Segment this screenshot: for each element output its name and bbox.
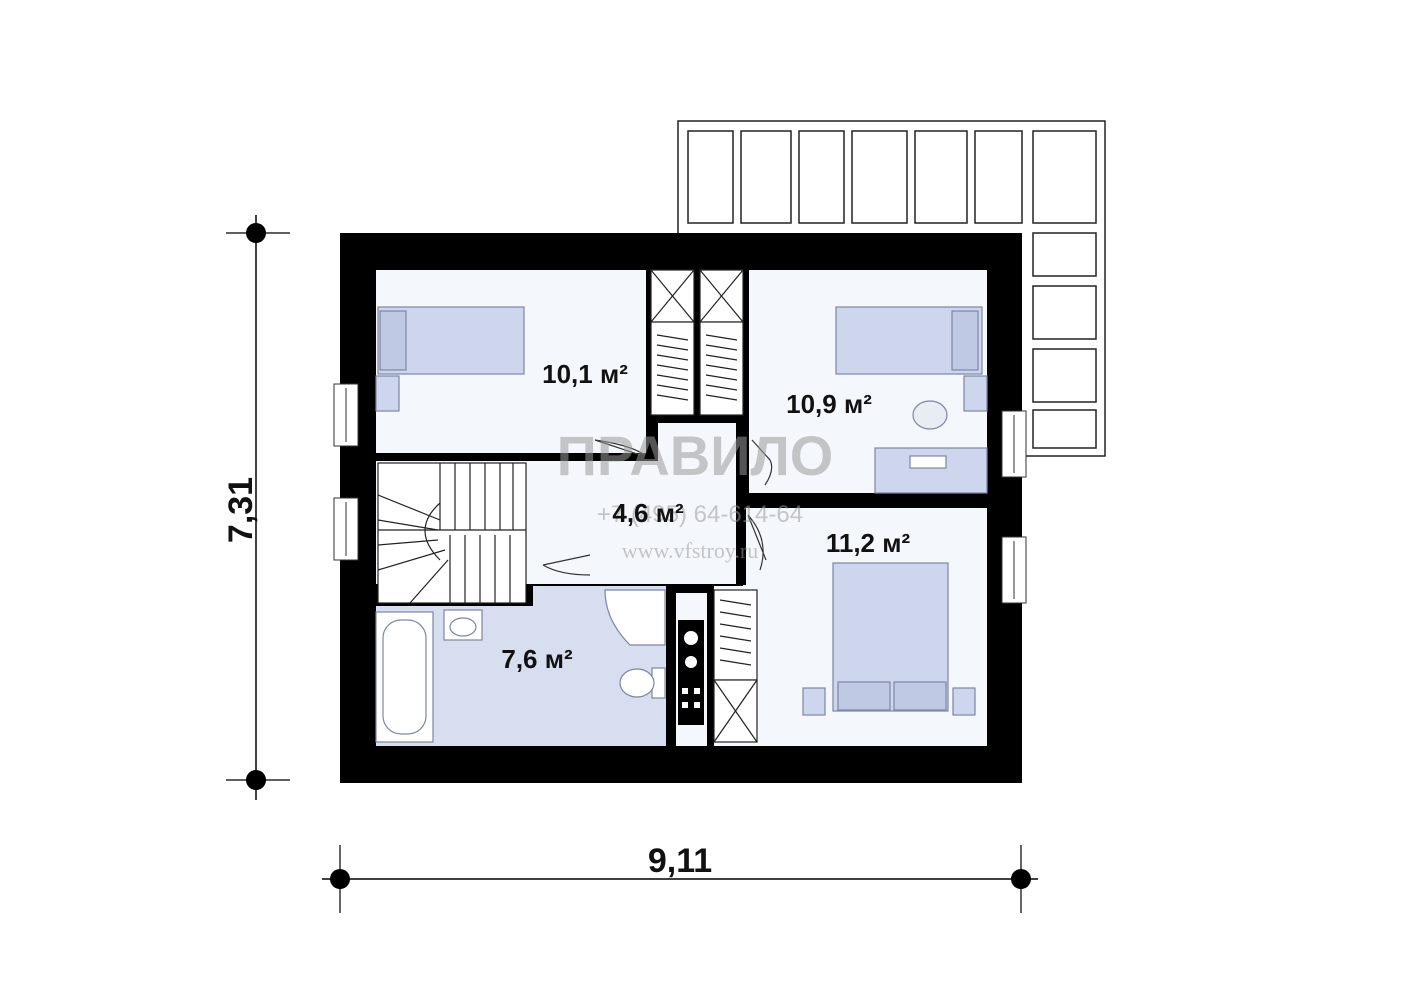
- bed-left: [375, 306, 525, 412]
- room-area-master-bedroom: 11,2 м²: [826, 528, 911, 558]
- watermark-site: www.vfstroy.ru: [622, 538, 758, 563]
- shower: [604, 589, 666, 646]
- tv: [906, 497, 942, 501]
- dimension-width-label: 9,11: [648, 842, 712, 880]
- bed-double: [802, 562, 976, 716]
- room-area-bedroom-left: 10,1 м²: [542, 359, 628, 389]
- doors: [542, 439, 773, 576]
- watermark-phone: +7 (495) 64-614-64: [597, 501, 803, 528]
- room-area-hall: 4,6 м²: [612, 498, 684, 528]
- dimension-depth-label: 7,31: [222, 477, 260, 543]
- wardrobe-hangers: [656, 334, 752, 666]
- dimension-width: 9,11: [322, 842, 1038, 913]
- toilet: [619, 667, 666, 699]
- watermark: ПРАВИЛО +7 (495) 64-614-64 www.vfstroy.r…: [557, 424, 834, 563]
- bed-right: [835, 306, 988, 412]
- watermark-logo: ПРАВИЛО: [557, 424, 834, 487]
- desk: [874, 400, 988, 494]
- dimension-depth: 7,31: [222, 215, 290, 800]
- staircase: [377, 462, 527, 604]
- boiler-unit: [678, 620, 704, 725]
- room-area-bedroom-right: 10,9 м²: [786, 389, 872, 419]
- windows: [333, 383, 1027, 604]
- sink: [443, 609, 483, 641]
- room-area-bathroom: 7,6 м²: [501, 644, 573, 674]
- bathtub: [375, 611, 434, 743]
